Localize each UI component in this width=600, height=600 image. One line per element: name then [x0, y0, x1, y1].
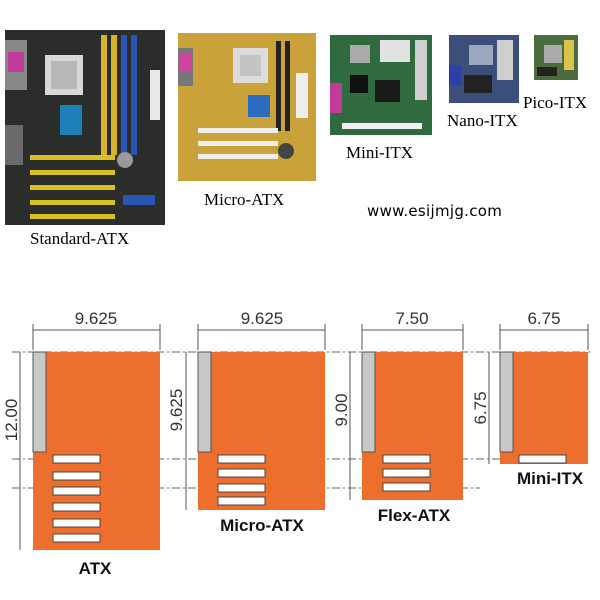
mini-itx-board: 6.75 6.75 Mini-ITX: [471, 309, 589, 488]
atx-height-label: 12.00: [2, 399, 21, 442]
atx-board: 9.625 12.00 ATX: [2, 309, 161, 578]
atx-label: ATX: [79, 559, 112, 578]
micro-atx-caption: Micro-ATX: [204, 190, 285, 209]
micro-atx-label: Micro-ATX: [220, 516, 304, 535]
standard-atx-caption: Standard-ATX: [30, 229, 130, 248]
nano-itx-photo: [449, 35, 519, 103]
pico-itx-caption: Pico-ITX: [523, 93, 588, 112]
micro-atx-photo: [178, 33, 316, 181]
mini-itx-caption: Mini-ITX: [346, 143, 414, 162]
flex-atx-height-label: 9.00: [332, 393, 351, 426]
micro-atx-width-label: 9.625: [241, 309, 284, 328]
mini-itx-photo: [330, 35, 432, 135]
standard-atx-photo: [5, 30, 165, 225]
flex-atx-label: Flex-ATX: [378, 506, 451, 525]
flex-atx-width-label: 7.50: [395, 309, 428, 328]
atx-width-label: 9.625: [75, 309, 118, 328]
pico-itx-photo: [534, 35, 578, 80]
nano-itx-caption: Nano-ITX: [447, 111, 518, 130]
photo-row: Standard-ATX Micro-ATX Mini-ITX Nano-ITX…: [0, 0, 600, 260]
mini-itx-label: Mini-ITX: [517, 469, 584, 488]
micro-atx-height-label: 9.625: [167, 389, 186, 432]
micro-atx-board: 9.625 9.625 Micro-ATX: [167, 309, 326, 535]
mini-itx-width-label: 6.75: [527, 309, 560, 328]
mini-itx-height-label: 6.75: [471, 391, 490, 424]
website-text: www.esijmjg.com: [367, 202, 503, 220]
flex-atx-board: 7.50 9.00 Flex-ATX: [332, 309, 464, 525]
